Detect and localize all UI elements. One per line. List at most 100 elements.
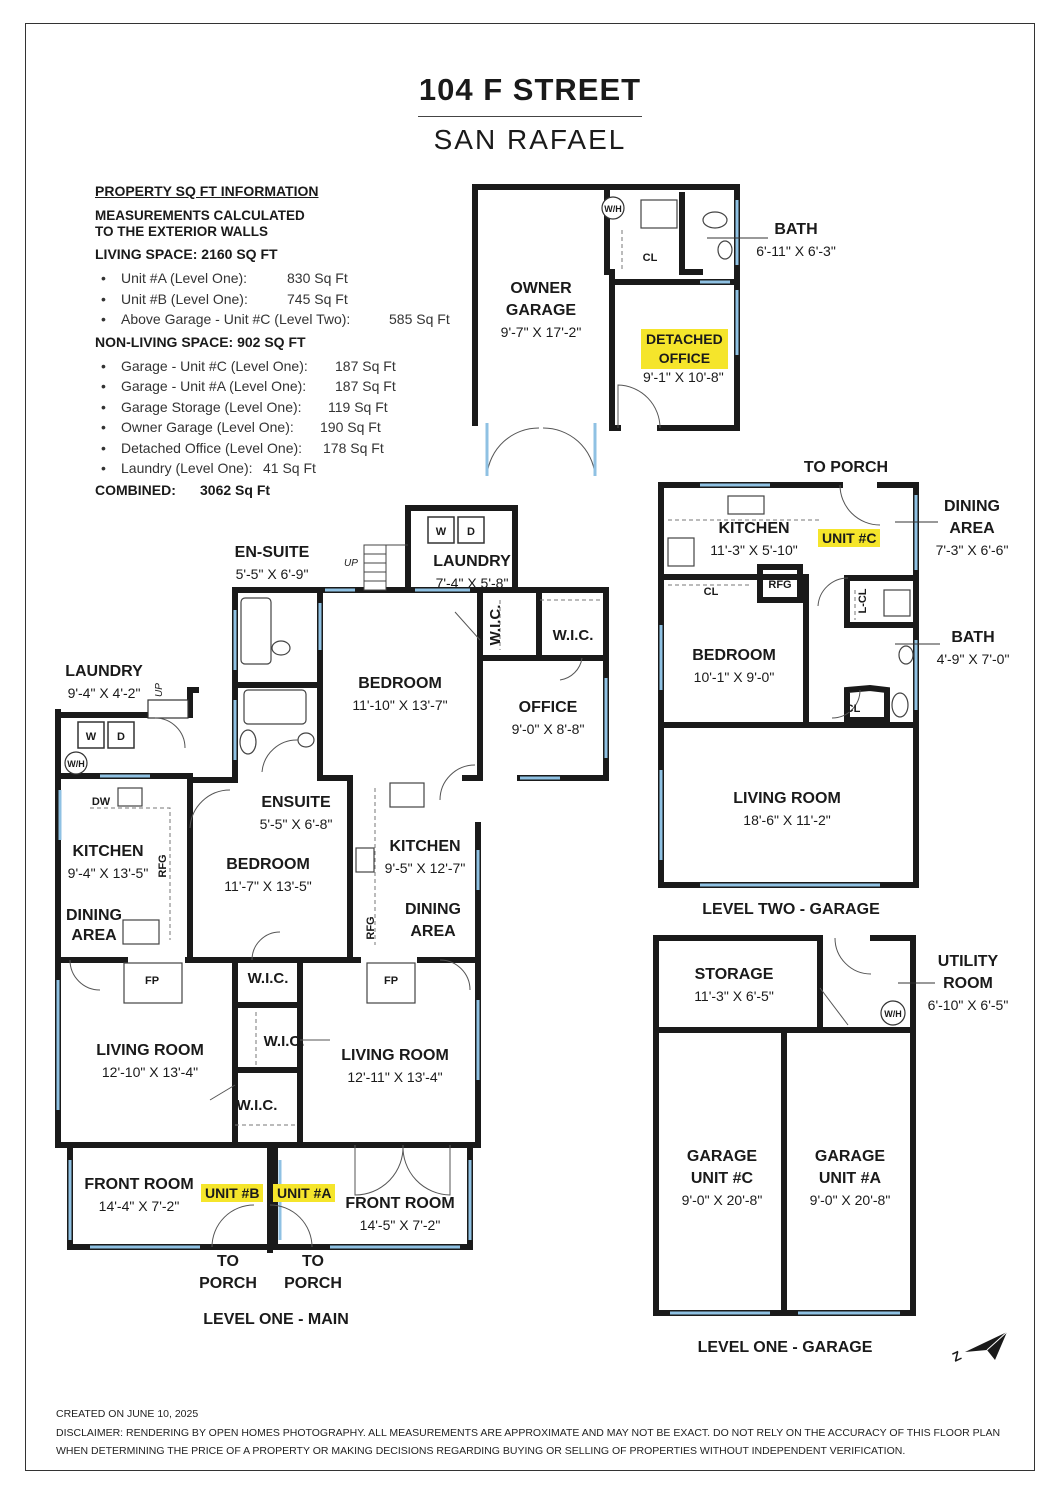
utility-dimensions: 6'-10" X 6'-5" <box>928 997 1009 1013</box>
washer-label: W <box>86 731 97 743</box>
garage-a-dimensions: 9'-0" X 20'-8" <box>810 1192 891 1208</box>
disclaimer-line-1: DISCLAIMER: RENDERING BY OPEN HOMES PHOT… <box>56 1427 1001 1439</box>
refrigerator-label: RFG <box>157 854 169 877</box>
office-dimensions: 9'-0" X 8'-8" <box>512 721 585 737</box>
garage-c-name: GARAGE <box>687 1148 758 1165</box>
storage-dimensions: 11'-3" X 6'-5" <box>694 988 774 1004</box>
garage-a-name: GARAGE <box>815 1148 886 1165</box>
living-row: •Unit #B (Level One):745 Sq Ft <box>101 290 348 307</box>
bedroom-b-name: BEDROOM <box>226 856 310 873</box>
svg-text:Z: Z <box>950 1348 964 1365</box>
unit-c-badge: UNIT #C <box>818 529 881 547</box>
water-heater-icon <box>64 751 88 775</box>
level-two-garage-title: LEVEL TWO - GARAGE <box>702 901 880 918</box>
kitchen-c-dimensions: 11'-3" X 5'-10" <box>710 542 797 558</box>
fireplace-label: FP <box>384 975 398 987</box>
wic-label: W.I.C. <box>248 970 289 987</box>
garage-c-name: UNIT #C <box>691 1170 754 1187</box>
dining-c-name: DINING <box>944 498 1000 515</box>
laundry-upper-name: LAUNDRY <box>433 553 511 570</box>
to-porch-a-label: PORCH <box>284 1275 342 1292</box>
level-one-garage-title: LEVEL ONE - GARAGE <box>698 1339 873 1356</box>
level-two-garage <box>658 482 919 888</box>
water-heater-label: W/H <box>884 1009 902 1019</box>
nonliving-row: •Garage - Unit #C (Level One):187 Sq Ft <box>101 357 396 374</box>
measure-note-2: TO THE EXTERIOR WALLS <box>95 224 269 239</box>
unit-b-badge: UNIT #B <box>201 1184 264 1202</box>
nonliving-row: •Garage - Unit #A (Level One):187 Sq Ft <box>101 378 396 394</box>
en-suite-name: EN-SUITE <box>235 544 310 561</box>
front-b-dimensions: 14'-4" X 7'-2" <box>99 1198 180 1214</box>
ensuite-b-name: ENSUITE <box>261 794 331 811</box>
bedroom-a-dimensions: 11'-10" X 13'-7" <box>352 697 447 713</box>
bath-detached-name: BATH <box>774 221 817 238</box>
disclaimer-line-2: WHEN DETERMINING THE PRICE OF A PROPERTY… <box>56 1445 906 1457</box>
dining-c-dimensions: 7'-3" X 6'-6" <box>936 542 1009 558</box>
detached-office-label: DETACHED OFFICE <box>641 329 728 369</box>
office-name: OFFICE <box>519 699 578 716</box>
wic-label: W.I.C. <box>264 1033 305 1050</box>
dining-area-a-label: AREA <box>410 923 456 940</box>
closet-label: CL <box>704 586 719 598</box>
owner-garage-name: GARAGE <box>506 302 577 319</box>
kitchen-b-dimensions: 9'-4" X 13'-5" <box>68 865 149 881</box>
garage-a-name: UNIT #A <box>819 1170 882 1187</box>
north-arrow-icon: Z <box>950 1331 1008 1365</box>
nonliving-row: •Owner Garage (Level One):190 Sq Ft <box>101 419 381 435</box>
dining-area-b-label: DINING <box>66 907 122 924</box>
bath-detached-dimensions: 6'-11" X 6'-3" <box>756 243 836 259</box>
dishwasher-label: DW <box>92 796 111 808</box>
nonliving-row: •Detached Office (Level One):178 Sq Ft <box>101 439 384 456</box>
bath-c-dimensions: 4'-9" X 7'-0" <box>937 651 1010 667</box>
living-b-dimensions: 12'-10" X 13'-4" <box>102 1064 198 1080</box>
to-porch-b-label: TO <box>217 1253 239 1270</box>
storage-name: STORAGE <box>695 966 774 983</box>
laundry-b-name: LAUNDRY <box>65 663 143 680</box>
bath-c-name: BATH <box>951 629 994 646</box>
dining-area-b-label: AREA <box>71 927 117 944</box>
owner-garage-name: OWNER <box>510 280 572 297</box>
water-heater-icon <box>880 1000 906 1026</box>
stairs-up-label: UP <box>344 558 358 569</box>
page-subtitle: SAN RAFAEL <box>433 124 627 155</box>
ensuite-b-dimensions: 5'-5" X 6'-8" <box>260 816 333 832</box>
living-heading: LIVING SPACE: 2160 SQ FT <box>95 246 278 262</box>
en-suite-dimensions: 5'-5" X 6'-9" <box>236 566 309 582</box>
nonliving-row: •Laundry (Level One):41 Sq Ft <box>101 460 316 476</box>
page-title: 104 F STREET <box>418 72 642 107</box>
refrigerator-label: RFG <box>365 916 377 939</box>
front-a-dimensions: 14'-5" X 7'-2" <box>360 1217 441 1233</box>
sqft-heading: PROPERTY SQ FT INFORMATION <box>95 183 319 199</box>
closet-label: CL <box>846 703 861 715</box>
fixture-labels: W D W D W/H W/H W/H DW RFG RFG RFG FP FP… <box>64 204 940 1114</box>
detached-building <box>472 184 740 476</box>
stairs-icon <box>363 544 408 591</box>
dining-area-a-label: DINING <box>405 901 461 918</box>
front-a-name: FRONT ROOM <box>345 1195 454 1212</box>
kitchen-a-dimensions: 9'-5" X 12'-7" <box>385 860 466 876</box>
to-porch-a-label: TO <box>302 1253 324 1270</box>
living-a-dimensions: 12'-11" X 13'-4" <box>347 1069 442 1085</box>
linen-closet-label: L-CL <box>857 588 869 613</box>
to-porch-b-label: PORCH <box>199 1275 257 1292</box>
bedroom-c-name: BEDROOM <box>692 647 776 664</box>
wic-label: W.I.C. <box>553 627 594 644</box>
washer-label: W <box>436 526 447 538</box>
living-a-name: LIVING ROOM <box>341 1047 449 1064</box>
to-porch-c-label: TO PORCH <box>804 459 888 476</box>
dryer-label: D <box>467 526 475 538</box>
closet-label: CL <box>643 252 658 264</box>
dryer-label: D <box>117 731 125 743</box>
wic-label: W.I.C. <box>487 605 504 646</box>
unit-a-badge: UNIT #A <box>273 1184 336 1202</box>
detached-office-dim: 9'-1" X 10'-8" <box>643 369 724 385</box>
laundry-b-dimensions: 9'-4" X 4'-2" <box>68 685 141 701</box>
utility-name: ROOM <box>943 975 993 992</box>
measure-note-1: MEASUREMENTS CALCULATED <box>95 208 305 223</box>
page-frame <box>25 23 1035 1471</box>
refrigerator-label: RFG <box>768 579 791 591</box>
nonliving-row: •Garage Storage (Level One):119 Sq Ft <box>101 398 388 415</box>
living-row: •Unit #A (Level One):830 Sq Ft <box>101 270 348 286</box>
